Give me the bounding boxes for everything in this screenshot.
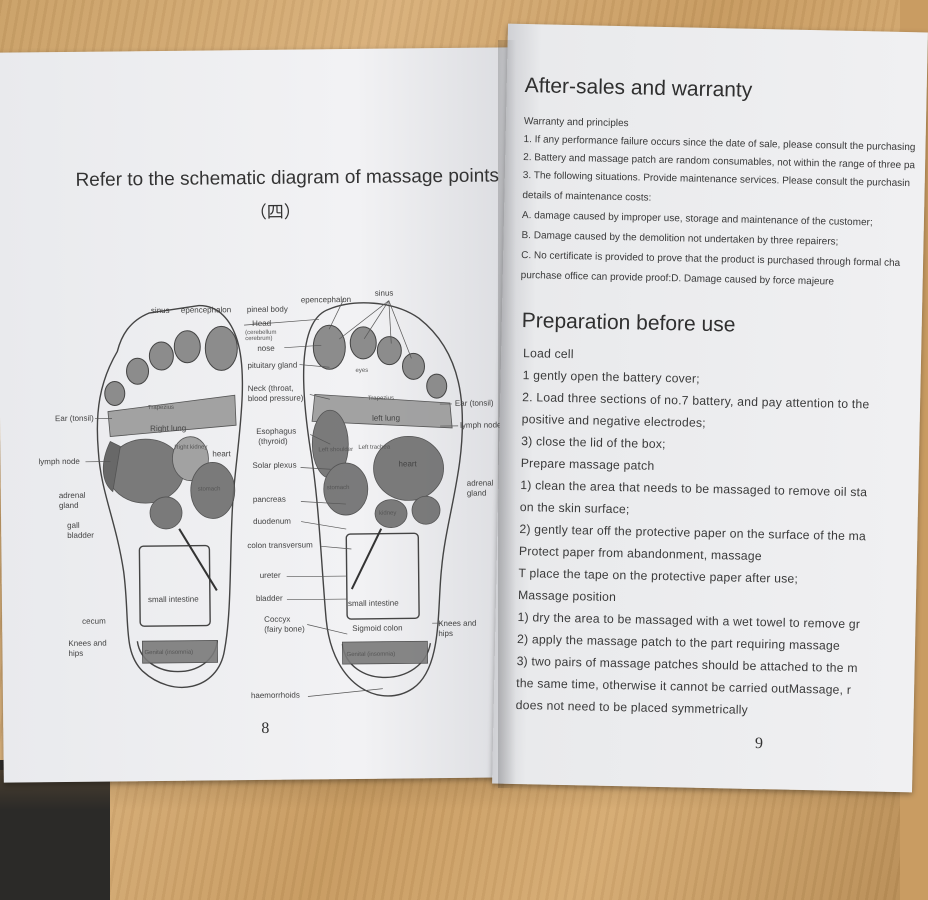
- label-esophagus-1: Esophagus: [256, 427, 296, 436]
- label-gall-1: gall: [67, 521, 80, 530]
- label-haemorrhoids: haemorrhoids: [251, 691, 300, 701]
- label-knees-left-2: hips: [68, 649, 83, 658]
- warranty-line: 1. If any performance failure occurs sin…: [523, 134, 916, 154]
- label-coccyx-1: Coccyx: [264, 615, 290, 624]
- label-epencephalon-right: epencephalon: [301, 295, 351, 305]
- label-heart-left: heart: [212, 449, 231, 458]
- label-head: Head: [252, 319, 271, 328]
- label-trapezius-right: Trapezius: [368, 396, 394, 402]
- label-neck-1: Neck (throat,: [248, 384, 294, 393]
- prep-line: 2. Load three sections of no.7 battery, …: [522, 390, 870, 412]
- label-stomach-left: stomach: [198, 486, 221, 492]
- warranty-line: Warranty and principles: [523, 116, 629, 130]
- label-pancreas: pancreas: [253, 495, 286, 504]
- label-sinus-right: sinus: [375, 289, 394, 298]
- label-kidney: kidney: [379, 511, 396, 517]
- label-lymph-node-left: lymph node: [38, 457, 80, 466]
- prep-line: 2) gently tear off the protective paper …: [519, 522, 867, 544]
- label-head-sub1: (cerebellum: [245, 330, 276, 336]
- foot-reflexology-diagram: sinus epencephalon pineal body epencepha…: [38, 289, 502, 701]
- label-knees-left-1: Knees and: [68, 639, 106, 648]
- prep-line: Load cell: [522, 346, 574, 362]
- warranty-line: B. Damage caused by the demolition not u…: [521, 230, 839, 248]
- label-sigmoid-colon: Sigmoid colon: [352, 623, 402, 633]
- left-big-toe: [204, 325, 238, 371]
- label-bladder: bladder: [256, 594, 283, 603]
- prep-line: 1 gently open the battery cover;: [522, 368, 700, 386]
- warranty-line: 3. The following situations. Provide mai…: [522, 170, 911, 190]
- prep-line: does not need to be placed symmetrically: [515, 697, 749, 717]
- label-head-sub2: cerebrum): [245, 336, 272, 342]
- label-stomach-right: stomach: [327, 485, 350, 491]
- label-left-shoulder: Left shoulder: [318, 447, 353, 453]
- label-pituitary-gland: pituitary gland: [247, 361, 297, 371]
- label-colon-transversum: colon transversum: [247, 540, 313, 550]
- label-small-intestine-right: small intestine: [348, 599, 399, 609]
- label-ear-right: Ear (tonsil): [455, 399, 494, 408]
- label-eyes: eyes: [356, 368, 369, 374]
- label-trapezius-left: Trapezius: [148, 405, 174, 411]
- label-nose: nose: [257, 344, 275, 353]
- floor-background: [0, 760, 110, 900]
- label-cecum: cecum: [82, 617, 106, 626]
- prep-line: Prepare massage patch: [520, 456, 655, 473]
- label-ureter: ureter: [260, 571, 281, 580]
- prep-line: Protect paper from abandonment, massage: [518, 544, 762, 564]
- label-ear-left: Ear (tonsil): [55, 414, 94, 423]
- label-right-lung: Right lung: [150, 424, 186, 433]
- label-neck-2: blood pressure): [248, 393, 304, 403]
- label-adrenal-left-2: gland: [59, 501, 79, 510]
- heading-preparation: Preparation before use: [521, 309, 736, 337]
- prep-line: 1) clean the area that needs to be massa…: [520, 478, 868, 500]
- prep-line: 3) close the lid of the box;: [521, 434, 666, 452]
- label-pineal-body: pineal body: [247, 305, 288, 314]
- label-coccyx-2: (fairy bone): [264, 624, 305, 633]
- warranty-line: details of maintenance costs:: [522, 190, 652, 204]
- page-number-right: 9: [754, 735, 764, 753]
- right-page: After-sales and warranty Warranty and pr…: [492, 23, 928, 793]
- prep-line: Massage position: [517, 588, 617, 605]
- warranty-line: A. damage caused by improper use, storag…: [521, 210, 873, 229]
- label-right-kidney: Right kidney: [174, 445, 207, 451]
- prep-line: on the skin surface;: [519, 500, 630, 517]
- label-genital-right: Genital (insomnia): [346, 652, 395, 659]
- left-foot-outline: [96, 304, 244, 689]
- label-lymph-node-right: lymph node: [460, 420, 502, 429]
- right-foot-outline: [302, 302, 464, 697]
- label-sinus-left: sinus: [151, 306, 170, 315]
- page-number-left: 8: [261, 719, 270, 737]
- label-adrenal-left-1: adrenal: [59, 491, 86, 500]
- prep-line: 1) dry the area to be massaged with a we…: [517, 610, 861, 632]
- label-epencephalon-left: epencephalon: [181, 305, 231, 315]
- label-heart-right: heart: [398, 459, 417, 468]
- book-spine: [498, 40, 516, 788]
- label-knees-right-1: Knees and: [438, 619, 476, 628]
- label-adrenal-right-2: gland: [467, 489, 487, 498]
- right-big-toe: [312, 324, 346, 370]
- label-left-trachea: Left trachea: [358, 445, 390, 451]
- prep-line: 3) two pairs of massage patches should b…: [516, 654, 858, 676]
- prep-line: T place the tape on the protective paper…: [518, 566, 799, 586]
- label-left-lung: left lung: [372, 413, 400, 422]
- label-solar-plexus: Solar plexus: [252, 461, 296, 470]
- prep-line: the same time, otherwise it cannot be ca…: [516, 676, 852, 698]
- label-esophagus-2: (thyroid): [258, 437, 288, 446]
- left-page: Refer to the schematic diagram of massag…: [0, 47, 516, 783]
- label-small-intestine-left: small intestine: [148, 595, 199, 605]
- warranty-line: 2. Battery and massage patch are random …: [523, 152, 916, 172]
- prep-line: positive and negative electrodes;: [521, 412, 706, 430]
- label-gall-2: bladder: [67, 531, 94, 540]
- label-genital-left: Genital (insomnia): [144, 650, 193, 657]
- warranty-line: C. No certificate is provided to prove t…: [521, 250, 901, 269]
- label-knees-right-2: hips: [438, 629, 453, 638]
- prep-line: 2) apply the massage patch to the part r…: [516, 632, 841, 653]
- warranty-line: purchase office can provide proof:D. Dam…: [520, 270, 835, 288]
- label-adrenal-right-1: adrenal: [467, 479, 494, 488]
- label-duodenum: duodenum: [253, 517, 291, 526]
- heading-after-sales: After-sales and warranty: [524, 74, 753, 102]
